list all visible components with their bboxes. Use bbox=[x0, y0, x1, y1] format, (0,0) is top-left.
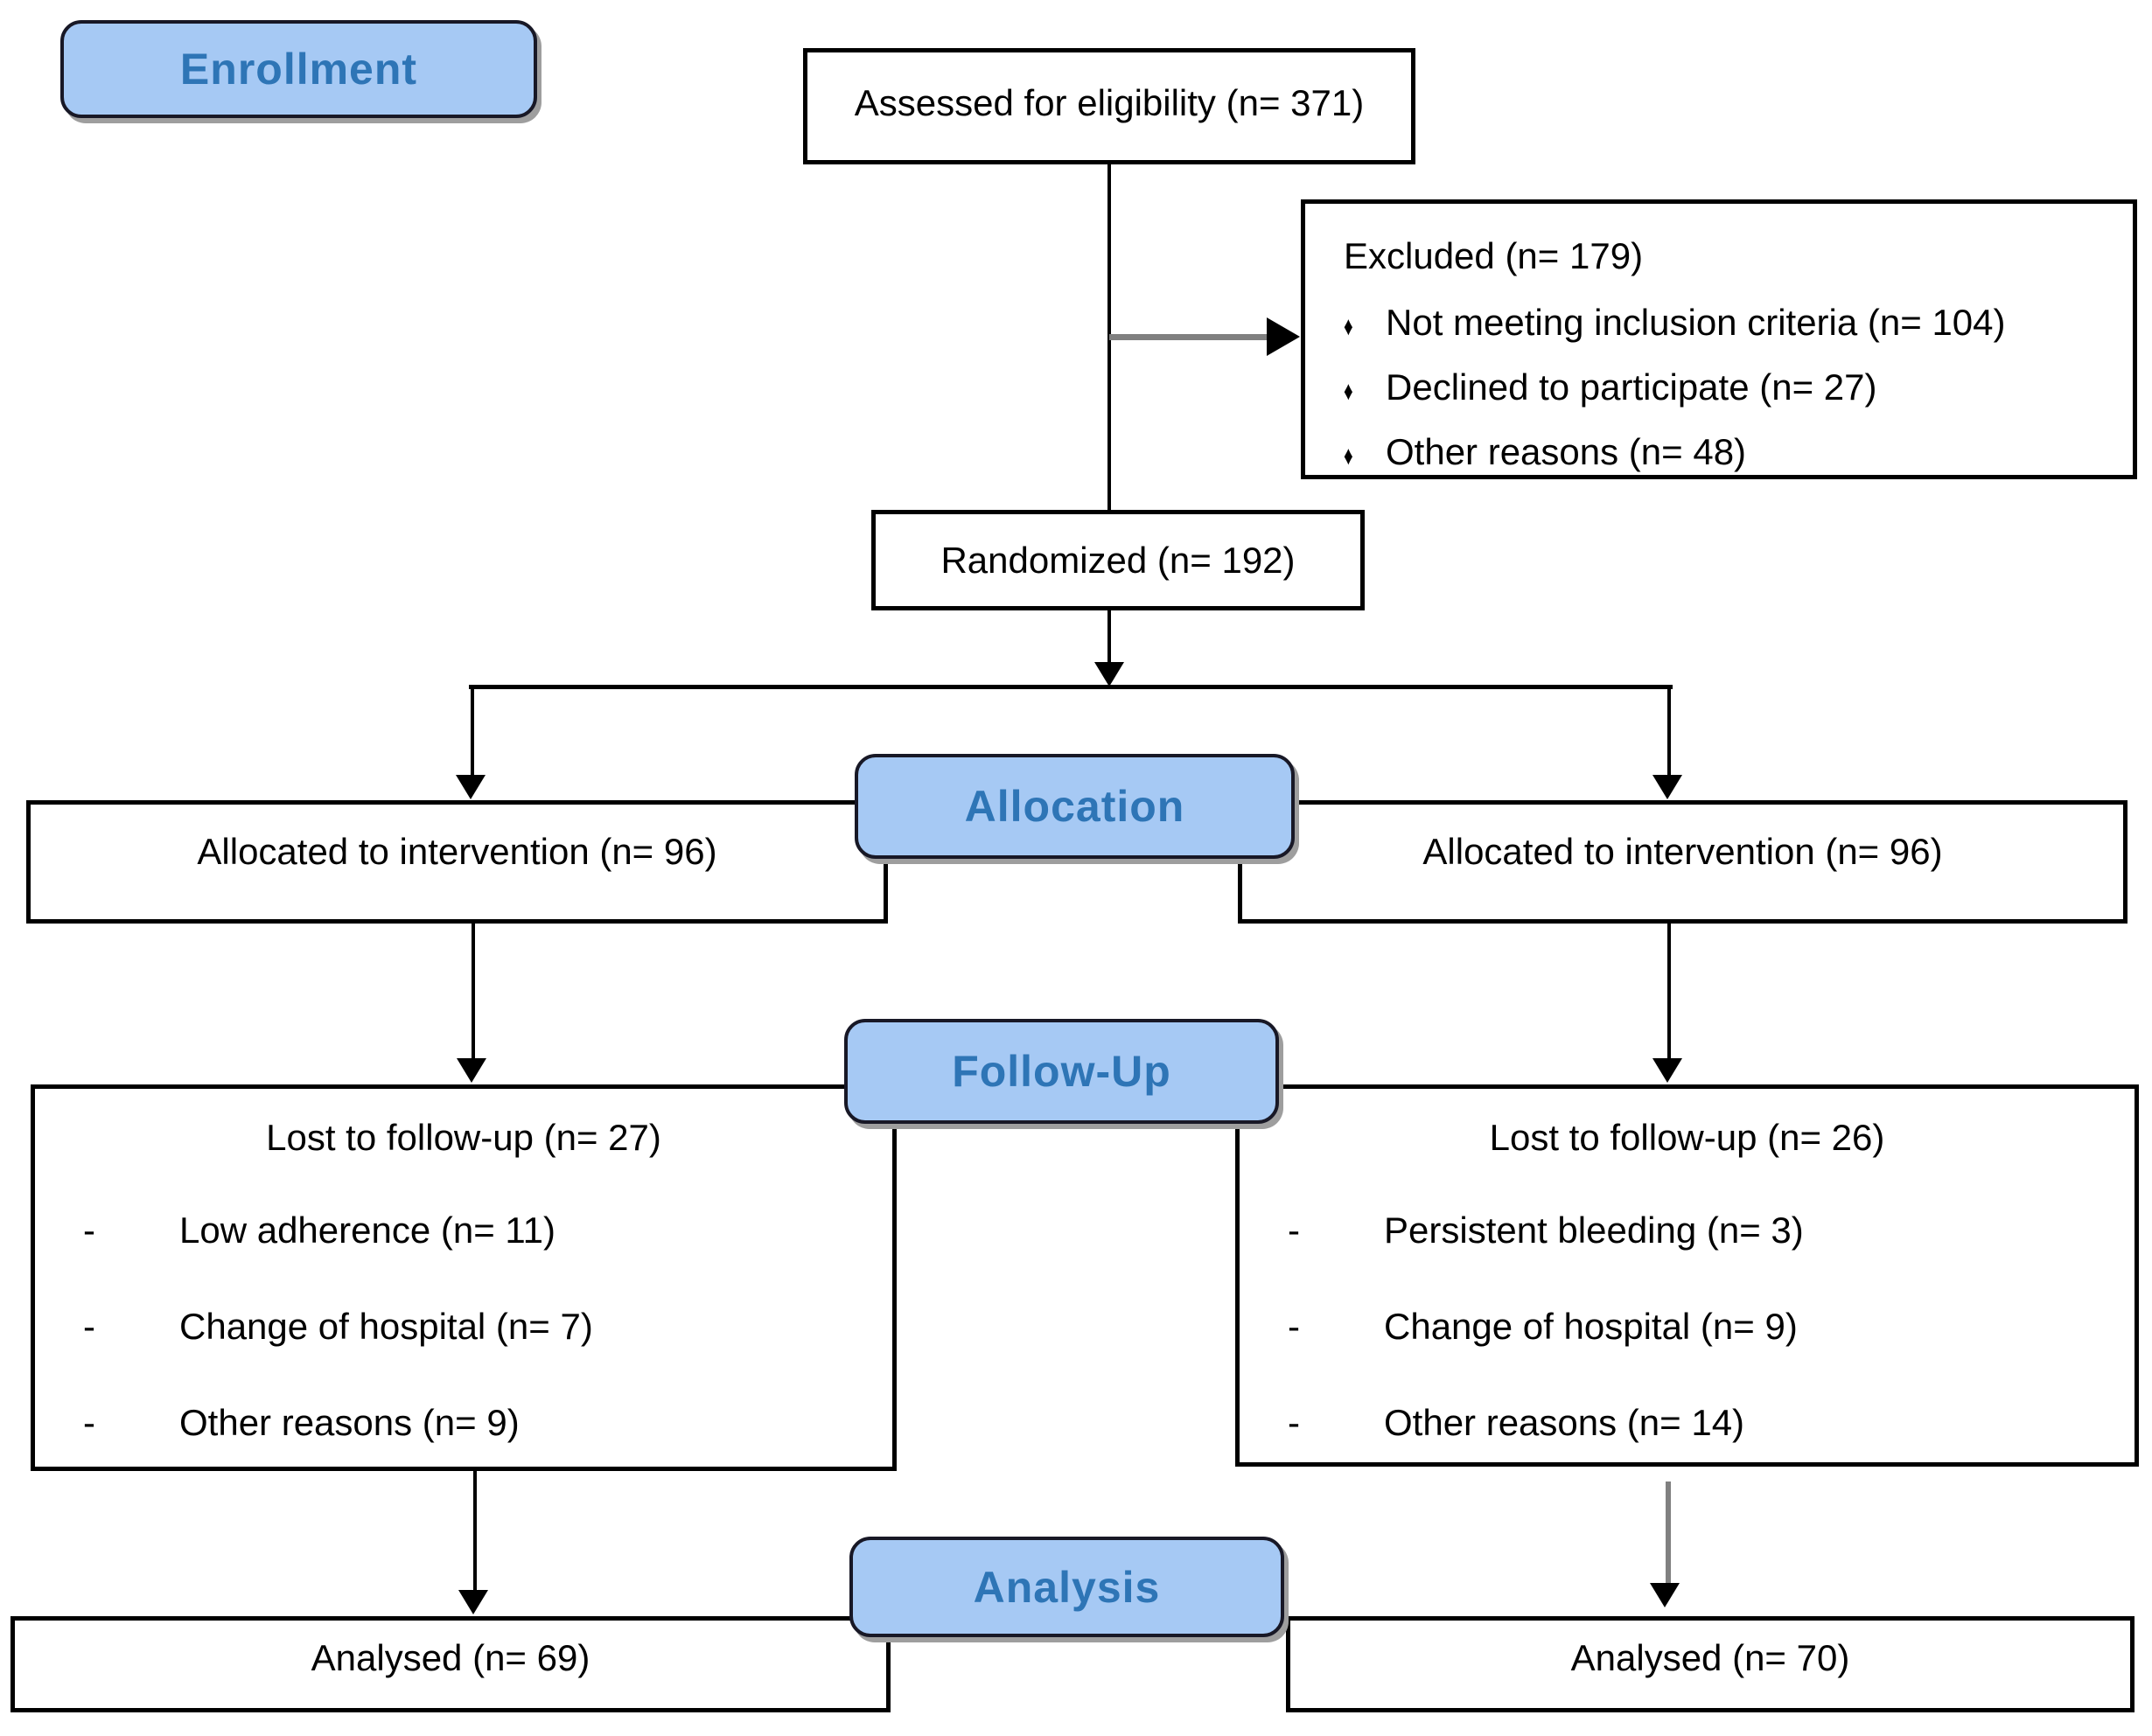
list-item: ♦ Declined to participate (n= 27) bbox=[1344, 366, 2133, 408]
connector-followup-analysed-right bbox=[1666, 1482, 1671, 1585]
excluded-box: Excluded (n= 179) ♦ Not meeting inclusio… bbox=[1301, 199, 2137, 479]
analysed-left-label: Analysed (n= 69) bbox=[311, 1637, 590, 1678]
dash-bullet: - bbox=[83, 1210, 95, 1251]
excluded-item-text: Other reasons (n= 48) bbox=[1386, 431, 1747, 472]
arrowhead-split bbox=[1094, 662, 1124, 687]
stage-followup-label: Follow-Up bbox=[952, 1047, 1171, 1096]
excluded-item-text: Not meeting inclusion criteria (n= 104) bbox=[1386, 302, 2006, 343]
connector-split-right bbox=[1667, 685, 1671, 777]
dash-bullet: - bbox=[1288, 1306, 1300, 1347]
lost-right-item-text: Other reasons (n= 14) bbox=[1384, 1402, 1745, 1443]
arrowhead-allocated-right bbox=[1652, 775, 1682, 799]
stage-analysis-label: Analysis bbox=[973, 1562, 1161, 1612]
lost-left-item-text: Low adherence (n= 11) bbox=[179, 1210, 556, 1251]
assessed-label: Assessed for eligibility (n= 371) bbox=[854, 81, 1365, 123]
list-item: ♦ Not meeting inclusion criteria (n= 104… bbox=[1344, 302, 2133, 344]
list-item: - Change of hospital (n= 9) bbox=[1288, 1306, 2135, 1348]
stage-allocation: Allocation bbox=[855, 754, 1295, 859]
arrowhead-allocated-left bbox=[456, 775, 486, 799]
arrowhead-analysed-right bbox=[1650, 1583, 1680, 1607]
connector-allocated-followup-right bbox=[1667, 922, 1671, 1060]
dash-bullet: - bbox=[83, 1402, 95, 1443]
diamond-bullet-icon: ♦ bbox=[1344, 312, 1353, 341]
stage-analysis: Analysis bbox=[849, 1537, 1284, 1637]
diamond-bullet-icon: ♦ bbox=[1344, 442, 1353, 471]
connector-randomized-split bbox=[1107, 610, 1111, 665]
arrowhead-followup-left bbox=[457, 1058, 486, 1083]
diamond-bullet-icon: ♦ bbox=[1344, 377, 1353, 406]
allocated-right-label: Allocated to intervention (n= 96) bbox=[1422, 830, 1943, 872]
analysed-right-label: Analysed (n= 70) bbox=[1570, 1637, 1850, 1678]
lost-followup-right-box: Lost to follow-up (n= 26) - Persistent b… bbox=[1235, 1084, 2139, 1467]
allocated-intervention-left-box: Allocated to intervention (n= 96) bbox=[26, 800, 888, 924]
stage-enrollment: Enrollment bbox=[60, 20, 537, 118]
list-item: - Persistent bleeding (n= 3) bbox=[1288, 1210, 2135, 1251]
dash-bullet: - bbox=[1288, 1402, 1300, 1443]
stage-followup: Follow-Up bbox=[844, 1019, 1279, 1124]
stage-enrollment-label: Enrollment bbox=[179, 45, 418, 94]
excluded-item-text: Declined to participate (n= 27) bbox=[1386, 366, 1877, 408]
list-item: - Other reasons (n= 14) bbox=[1288, 1402, 2135, 1444]
assessed-box: Assessed for eligibility (n= 371) bbox=[803, 48, 1415, 164]
lost-right-items: - Persistent bleeding (n= 3) - Change of… bbox=[1240, 1210, 2135, 1444]
lost-left-item-text: Change of hospital (n= 7) bbox=[179, 1306, 593, 1347]
connector-split-left bbox=[471, 685, 474, 777]
excluded-title: Excluded (n= 179) bbox=[1344, 235, 1644, 276]
arrowhead-excluded bbox=[1267, 317, 1300, 356]
arrowhead-followup-right bbox=[1652, 1058, 1682, 1083]
arrowhead-analysed-left bbox=[458, 1590, 488, 1614]
excluded-items: ♦ Not meeting inclusion criteria (n= 104… bbox=[1305, 302, 2133, 473]
list-item: - Low adherence (n= 11) bbox=[83, 1210, 892, 1251]
connector-split-horizontal bbox=[469, 685, 1673, 689]
randomized-box: Randomized (n= 192) bbox=[871, 510, 1365, 610]
lost-followup-left-box: Lost to follow-up (n= 27) - Low adherenc… bbox=[31, 1084, 897, 1471]
list-item: - Other reasons (n= 9) bbox=[83, 1402, 892, 1444]
dash-bullet: - bbox=[1288, 1210, 1300, 1251]
lost-left-item-text: Other reasons (n= 9) bbox=[179, 1402, 520, 1443]
connector-followup-analysed-left bbox=[473, 1469, 477, 1592]
analysed-left-box: Analysed (n= 69) bbox=[10, 1616, 891, 1712]
lost-right-item-text: Change of hospital (n= 9) bbox=[1384, 1306, 1798, 1347]
dash-bullet: - bbox=[83, 1306, 95, 1347]
lost-left-items: - Low adherence (n= 11) - Change of hosp… bbox=[35, 1210, 892, 1444]
analysed-right-box: Analysed (n= 70) bbox=[1286, 1616, 2135, 1712]
list-item: ♦ Other reasons (n= 48) bbox=[1344, 431, 2133, 473]
stage-allocation-label: Allocation bbox=[964, 782, 1185, 831]
list-item: - Change of hospital (n= 7) bbox=[83, 1306, 892, 1348]
lost-right-title: Lost to follow-up (n= 26) bbox=[1489, 1117, 1885, 1158]
lost-right-item-text: Persistent bleeding (n= 3) bbox=[1384, 1210, 1804, 1251]
connector-allocated-followup-left bbox=[472, 922, 475, 1060]
connector-excluded bbox=[1109, 334, 1268, 340]
allocated-intervention-right-box: Allocated to intervention (n= 96) bbox=[1238, 800, 2128, 924]
lost-left-title: Lost to follow-up (n= 27) bbox=[266, 1117, 661, 1158]
allocated-left-label: Allocated to intervention (n= 96) bbox=[197, 830, 717, 872]
randomized-label: Randomized (n= 192) bbox=[940, 539, 1296, 581]
